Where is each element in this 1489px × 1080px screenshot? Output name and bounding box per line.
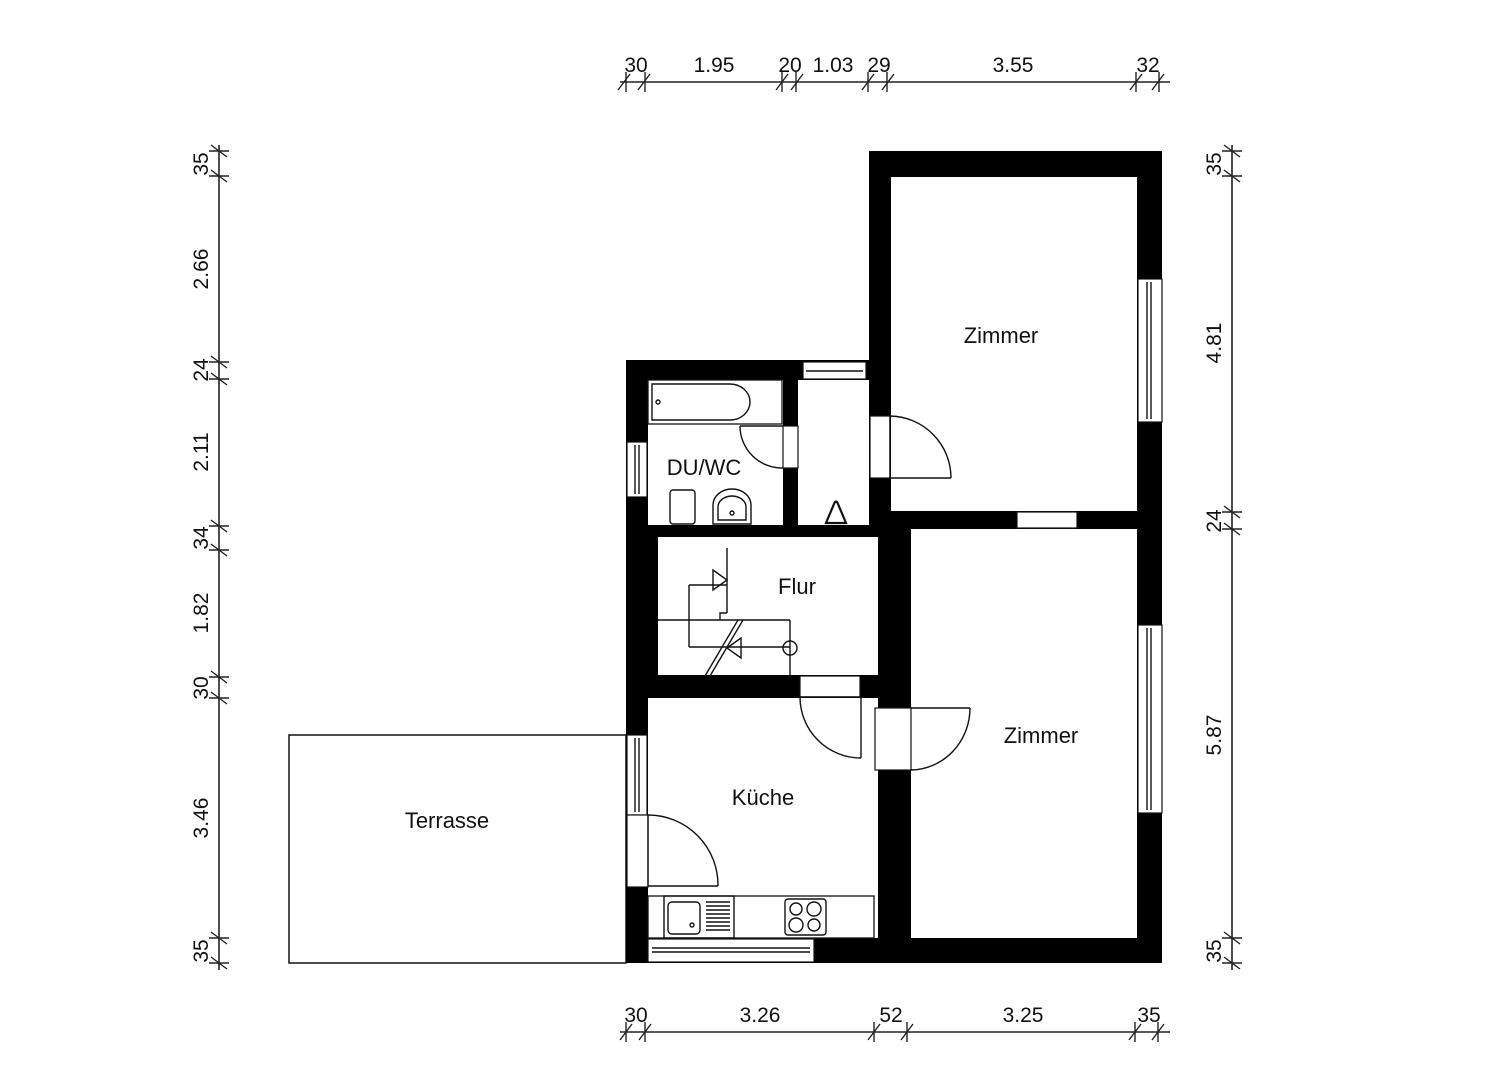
room-label-zimmer-2: Zimmer bbox=[1004, 723, 1079, 748]
room-label-duwc: DU/WC bbox=[667, 455, 742, 480]
dim-top-4: 29 bbox=[867, 54, 890, 77]
room-labels: Zimmer Zimmer DU/WC Flur Küche Terrasse bbox=[405, 323, 1078, 833]
stove-icon bbox=[784, 898, 827, 936]
dim-right-3: 5.87 bbox=[1203, 715, 1226, 756]
washbasin-icon bbox=[712, 488, 752, 525]
dim-bottom-2: 52 bbox=[879, 1004, 902, 1027]
dimension-chain-left: 35 2.66 24 2.11 34 1.82 30 3.46 35 bbox=[190, 144, 229, 970]
dim-left-6: 30 bbox=[190, 676, 213, 699]
dim-left-7: 3.46 bbox=[190, 798, 213, 839]
room-zimmer-1-floor bbox=[891, 177, 1137, 511]
dim-left-8: 35 bbox=[190, 939, 213, 962]
room-label-terrasse: Terrasse bbox=[405, 808, 489, 833]
dim-left-5: 1.82 bbox=[190, 593, 213, 634]
window-zimmer-1 bbox=[1137, 278, 1163, 423]
door-kueche bbox=[799, 675, 862, 759]
room-label-zimmer-1: Zimmer bbox=[964, 323, 1039, 348]
door-duwc bbox=[739, 425, 799, 469]
room-wc-floor bbox=[798, 380, 869, 525]
dimension-chain-top: 30 1.95 20 1.03 29 3.55 32 bbox=[617, 54, 1170, 92]
dim-bottom-1: 3.26 bbox=[740, 1004, 781, 1027]
windows bbox=[626, 278, 1163, 963]
stair-arrow-down bbox=[725, 636, 742, 660]
room-zimmer-2-floor bbox=[911, 529, 1137, 938]
dim-top-1: 1.95 bbox=[694, 54, 735, 77]
fixtures bbox=[647, 379, 875, 939]
toilet-icon bbox=[669, 489, 696, 525]
dim-top-0: 30 bbox=[624, 54, 647, 77]
dim-right-0: 35 bbox=[1203, 152, 1226, 175]
dim-top-5: 3.55 bbox=[993, 54, 1034, 77]
door-zimmer-1 bbox=[869, 415, 952, 479]
door-zimmer-2 bbox=[874, 707, 971, 771]
dim-bottom-0: 30 bbox=[624, 1004, 647, 1027]
doors bbox=[626, 415, 971, 888]
window-zimmer-2 bbox=[1137, 624, 1163, 814]
dim-bottom-4: 35 bbox=[1137, 1004, 1160, 1027]
dim-left-2: 24 bbox=[190, 358, 213, 382]
kitchen-sink-icon bbox=[667, 901, 730, 935]
dim-right-2: 24 bbox=[1203, 509, 1226, 533]
wc-icon bbox=[824, 500, 848, 525]
dimension-chain-bottom: 30 3.26 52 3.25 35 bbox=[619, 1004, 1170, 1042]
stair-post bbox=[782, 640, 798, 656]
bathtub-icon bbox=[647, 379, 783, 425]
door-terrasse bbox=[626, 814, 719, 888]
room-label-flur: Flur bbox=[778, 574, 816, 599]
window-wc bbox=[802, 361, 867, 380]
dim-bottom-3: 3.25 bbox=[1003, 1004, 1044, 1027]
window-kueche-left bbox=[626, 734, 648, 816]
dim-left-3: 2.11 bbox=[190, 432, 213, 471]
kitchen-counter bbox=[647, 895, 875, 939]
dimension-chain-right: 35 4.81 24 5.87 35 bbox=[1203, 144, 1242, 970]
terrace bbox=[288, 734, 627, 964]
dim-right-4: 35 bbox=[1203, 939, 1226, 962]
dim-top-2: 20 bbox=[778, 54, 801, 77]
stair-arrow-up bbox=[712, 568, 729, 592]
dim-right-1: 4.81 bbox=[1203, 323, 1226, 364]
wall-opening bbox=[1016, 511, 1078, 529]
dim-top-6: 32 bbox=[1136, 54, 1159, 77]
dim-left-0: 35 bbox=[190, 152, 213, 175]
window-duwc bbox=[626, 441, 648, 498]
window-kueche-bottom bbox=[647, 938, 815, 963]
dim-left-1: 2.66 bbox=[190, 249, 213, 290]
staircase bbox=[658, 548, 798, 677]
room-flur-floor bbox=[658, 548, 878, 675]
room-label-kueche: Küche bbox=[732, 785, 794, 810]
dim-left-4: 34 bbox=[190, 526, 213, 550]
dim-top-3: 1.03 bbox=[813, 54, 854, 77]
